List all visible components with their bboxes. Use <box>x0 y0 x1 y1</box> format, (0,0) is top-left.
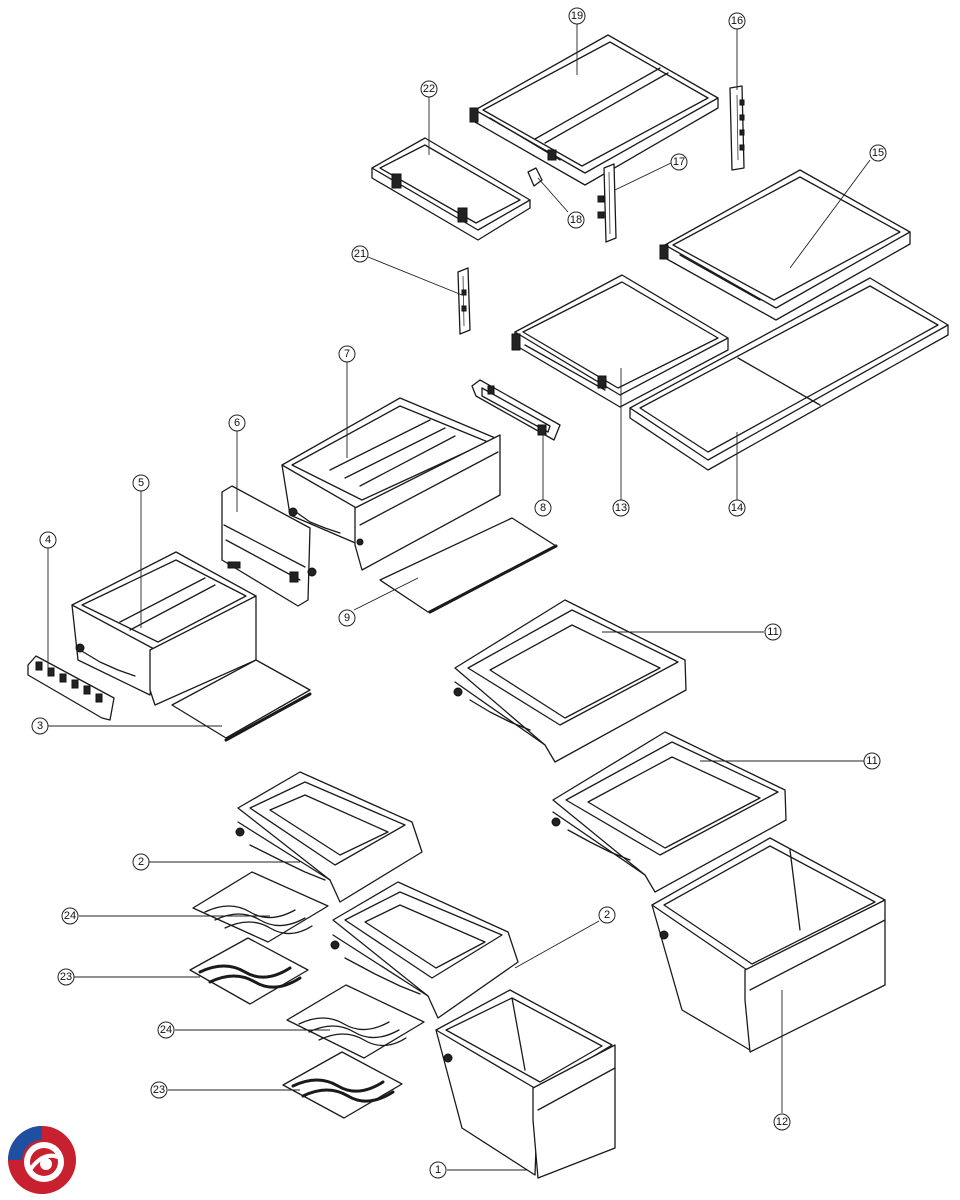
callout-13: 13 <box>612 499 630 517</box>
callout-4: 4 <box>39 531 57 549</box>
svg-text:9: 9 <box>344 612 350 624</box>
part-2-tray-lower <box>330 881 519 1019</box>
callout-23-lower: 23 <box>150 1081 168 1099</box>
svg-text:2: 2 <box>604 909 610 921</box>
callout-6: 6 <box>228 414 246 432</box>
svg-text:8: 8 <box>540 502 546 514</box>
callout-21: 21 <box>351 245 369 263</box>
part-7-crisper-drawer <box>281 397 501 571</box>
callout-23-upper: 23 <box>57 968 75 986</box>
part-24-wine-rack-lower <box>286 984 425 1059</box>
part-12-large-drawer <box>651 837 886 1053</box>
part-3-glass-cover <box>171 659 312 742</box>
callout-22: 22 <box>420 80 438 98</box>
svg-text:12: 12 <box>776 1116 788 1128</box>
leader-lines <box>47 24 871 1171</box>
svg-text:17: 17 <box>673 156 685 168</box>
part-9-glass-cover <box>379 517 558 614</box>
svg-text:15: 15 <box>872 147 884 159</box>
part-24-wine-rack-upper <box>192 871 329 943</box>
part-1-deep-drawer <box>435 989 616 1179</box>
part-11-tray-upper <box>453 599 687 763</box>
callout-19: 18 <box>567 211 585 229</box>
svg-text:1: 1 <box>435 1164 441 1176</box>
part-4-front-panel <box>27 655 115 721</box>
svg-text:14: 14 <box>731 502 743 514</box>
svg-text:18: 18 <box>570 214 582 226</box>
svg-text:24: 24 <box>160 1024 172 1036</box>
svg-text:6: 6 <box>234 417 240 429</box>
part-6-frame <box>221 485 317 607</box>
svg-text:23: 23 <box>153 1084 165 1096</box>
callout-17: 17 <box>670 153 688 171</box>
part-11-tray-lower <box>551 731 787 893</box>
svg-text:11: 11 <box>767 626 778 638</box>
part-18-top-shelf <box>469 34 719 186</box>
part-19-clip <box>527 167 543 187</box>
brand-logo <box>8 1126 76 1194</box>
callout-2-upper: 2 <box>132 853 150 871</box>
svg-text:24: 24 <box>64 910 76 922</box>
part-17-bracket <box>597 163 617 243</box>
callout-5: 5 <box>132 474 150 492</box>
part-16-bracket <box>729 85 745 171</box>
svg-text:16: 16 <box>731 15 743 27</box>
svg-text:7: 7 <box>344 348 350 360</box>
callout-3: 3 <box>31 717 49 735</box>
callout-14: 14 <box>728 499 746 517</box>
part-21-bracket <box>457 267 471 335</box>
callout-24-upper: 24 <box>61 907 79 925</box>
callout-15: 15 <box>869 144 887 162</box>
callout-2-lower: 2 <box>598 906 616 924</box>
callout-18: 19 <box>568 7 586 25</box>
svg-text:5: 5 <box>138 477 144 489</box>
callouts: 19 22 16 17 18 15 21 7 6 5 4 8 9 13 14 3… <box>31 7 887 1179</box>
svg-text:4: 4 <box>45 534 51 546</box>
part-22-small-shelf <box>371 137 531 241</box>
part-5-drawer <box>71 551 257 706</box>
callout-11-lower: 11 <box>863 752 881 770</box>
svg-text:11: 11 <box>866 755 877 767</box>
callout-9: 9 <box>338 609 356 627</box>
svg-text:21: 21 <box>354 248 366 260</box>
part-2-tray-upper <box>235 771 423 903</box>
svg-text:19: 19 <box>571 10 583 22</box>
svg-text:3: 3 <box>37 720 43 732</box>
part-23-wine-holder-lower <box>282 1051 403 1119</box>
svg-text:2: 2 <box>138 856 144 868</box>
callout-7: 7 <box>338 345 356 363</box>
svg-text:23: 23 <box>60 971 72 983</box>
callout-24-lower: 24 <box>157 1021 175 1039</box>
part-14-long-shelf <box>629 277 949 471</box>
part-15-shelf <box>659 169 911 321</box>
callout-8: 8 <box>534 499 552 517</box>
callout-12: 12 <box>773 1113 791 1131</box>
svg-text:13: 13 <box>615 502 627 514</box>
callout-11-upper: 11 <box>764 623 782 641</box>
part-23-wine-holder-upper <box>189 937 309 1005</box>
part-13-shelf <box>511 274 729 408</box>
svg-text:22: 22 <box>423 83 435 95</box>
callout-16: 16 <box>728 12 746 30</box>
callout-1: 1 <box>429 1161 447 1179</box>
part-8-rail <box>471 379 561 441</box>
